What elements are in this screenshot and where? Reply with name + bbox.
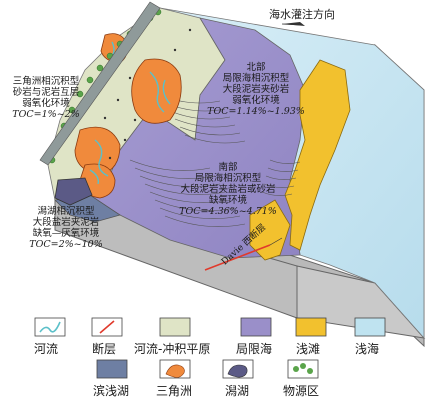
seawater-direction-label: 海水灌注方向 xyxy=(269,8,335,21)
south-line2: 大段泥岩夹盐岩或砂岩 xyxy=(180,184,276,195)
legend-label-alluvial-plain: 河流-冲积平原 xyxy=(134,342,211,356)
delta-line3: 弱氧化环境 xyxy=(22,98,70,109)
shore-lake-swatch xyxy=(96,359,128,379)
lagoon-line1: 潟湖相沉积型 xyxy=(37,206,95,217)
shoal-area-south xyxy=(249,199,291,261)
legend-label-delta: 三角洲 xyxy=(156,384,193,398)
delta-toc: TOC=1%~2% xyxy=(12,109,80,120)
lagoon-toc: TOC=2%~10% xyxy=(29,239,103,250)
north-toc: TOC=1.14%~1.93% xyxy=(207,106,305,117)
delta-lobe-1 xyxy=(131,58,182,124)
legend-label-provenance: 物源区 xyxy=(283,384,320,398)
lagoon-line3: 缺氧—厌氧环境 xyxy=(32,228,100,239)
shoal-area xyxy=(284,59,351,251)
river-icon xyxy=(34,317,66,337)
legend-label-shallow-sea: 浅海 xyxy=(355,342,380,356)
lagoon-line2: 大段盐岩夹泥岩 xyxy=(32,217,100,228)
legend-label-river: 河流 xyxy=(34,342,59,356)
south-toc: TOC=4.36%~4.71% xyxy=(179,206,277,217)
restricted-sea-area xyxy=(89,17,306,259)
north-line2: 大段泥岩夹砂岩 xyxy=(222,84,290,95)
north-line1: 局限海相沉积型 xyxy=(222,73,290,84)
delta-region-label: 三角洲相沉积型 砂岩与泥岩互层 弱氧化环境 TOC=1%~2% xyxy=(2,76,90,120)
lagoon-area xyxy=(54,177,93,206)
north-region-label: 北部 局限海相沉积型 大段泥岩夹砂岩 弱氧化环境 TOC=1.14%~1.93% xyxy=(206,62,306,117)
lagoon-region-label: 潟湖相沉积型 大段盐岩夹泥岩 缺氧—厌氧环境 TOC=2%~10% xyxy=(20,206,112,250)
south-line1: 局限海相沉积型 xyxy=(194,173,262,184)
river-network xyxy=(89,41,171,185)
legend-label-lagoon: 潟湖 xyxy=(225,384,250,398)
provenance-ridge xyxy=(39,1,161,166)
delta-line2: 砂岩与泥岩互层 xyxy=(12,87,80,98)
legend-label-shore-lake: 滨浅湖 xyxy=(93,384,130,398)
contour-hatching xyxy=(129,94,301,227)
delta-lobe-2 xyxy=(74,126,121,176)
legend-label-restricted-sea: 局限海 xyxy=(236,342,273,356)
south-line3: 缺氧环境 xyxy=(208,195,247,206)
south-region-label: 南部 局限海相沉积型 大段泥岩夹盐岩或砂岩 缺氧环境 TOC=4.36%~4.7… xyxy=(168,162,288,217)
provenance-icon xyxy=(287,359,319,379)
alluvial-plain-swatch xyxy=(159,317,191,337)
delta-line1: 三角洲相沉积型 xyxy=(12,76,80,87)
fault-icon xyxy=(91,317,123,337)
fault-line xyxy=(204,244,271,271)
delta-icon xyxy=(159,359,191,379)
restricted-sea-swatch xyxy=(240,317,272,337)
lagoon-icon xyxy=(222,359,254,379)
shoal-swatch xyxy=(295,317,327,337)
land-dots xyxy=(103,28,192,160)
legend-label-shoal: 浅滩 xyxy=(296,342,321,356)
legend-label-fault: 断层 xyxy=(92,342,117,356)
north-line3: 弱氧化环境 xyxy=(232,95,280,106)
north-title: 北部 xyxy=(246,62,266,73)
shallow-sea-swatch xyxy=(354,317,386,337)
south-title: 南部 xyxy=(218,162,238,173)
fault-leader xyxy=(269,237,283,246)
